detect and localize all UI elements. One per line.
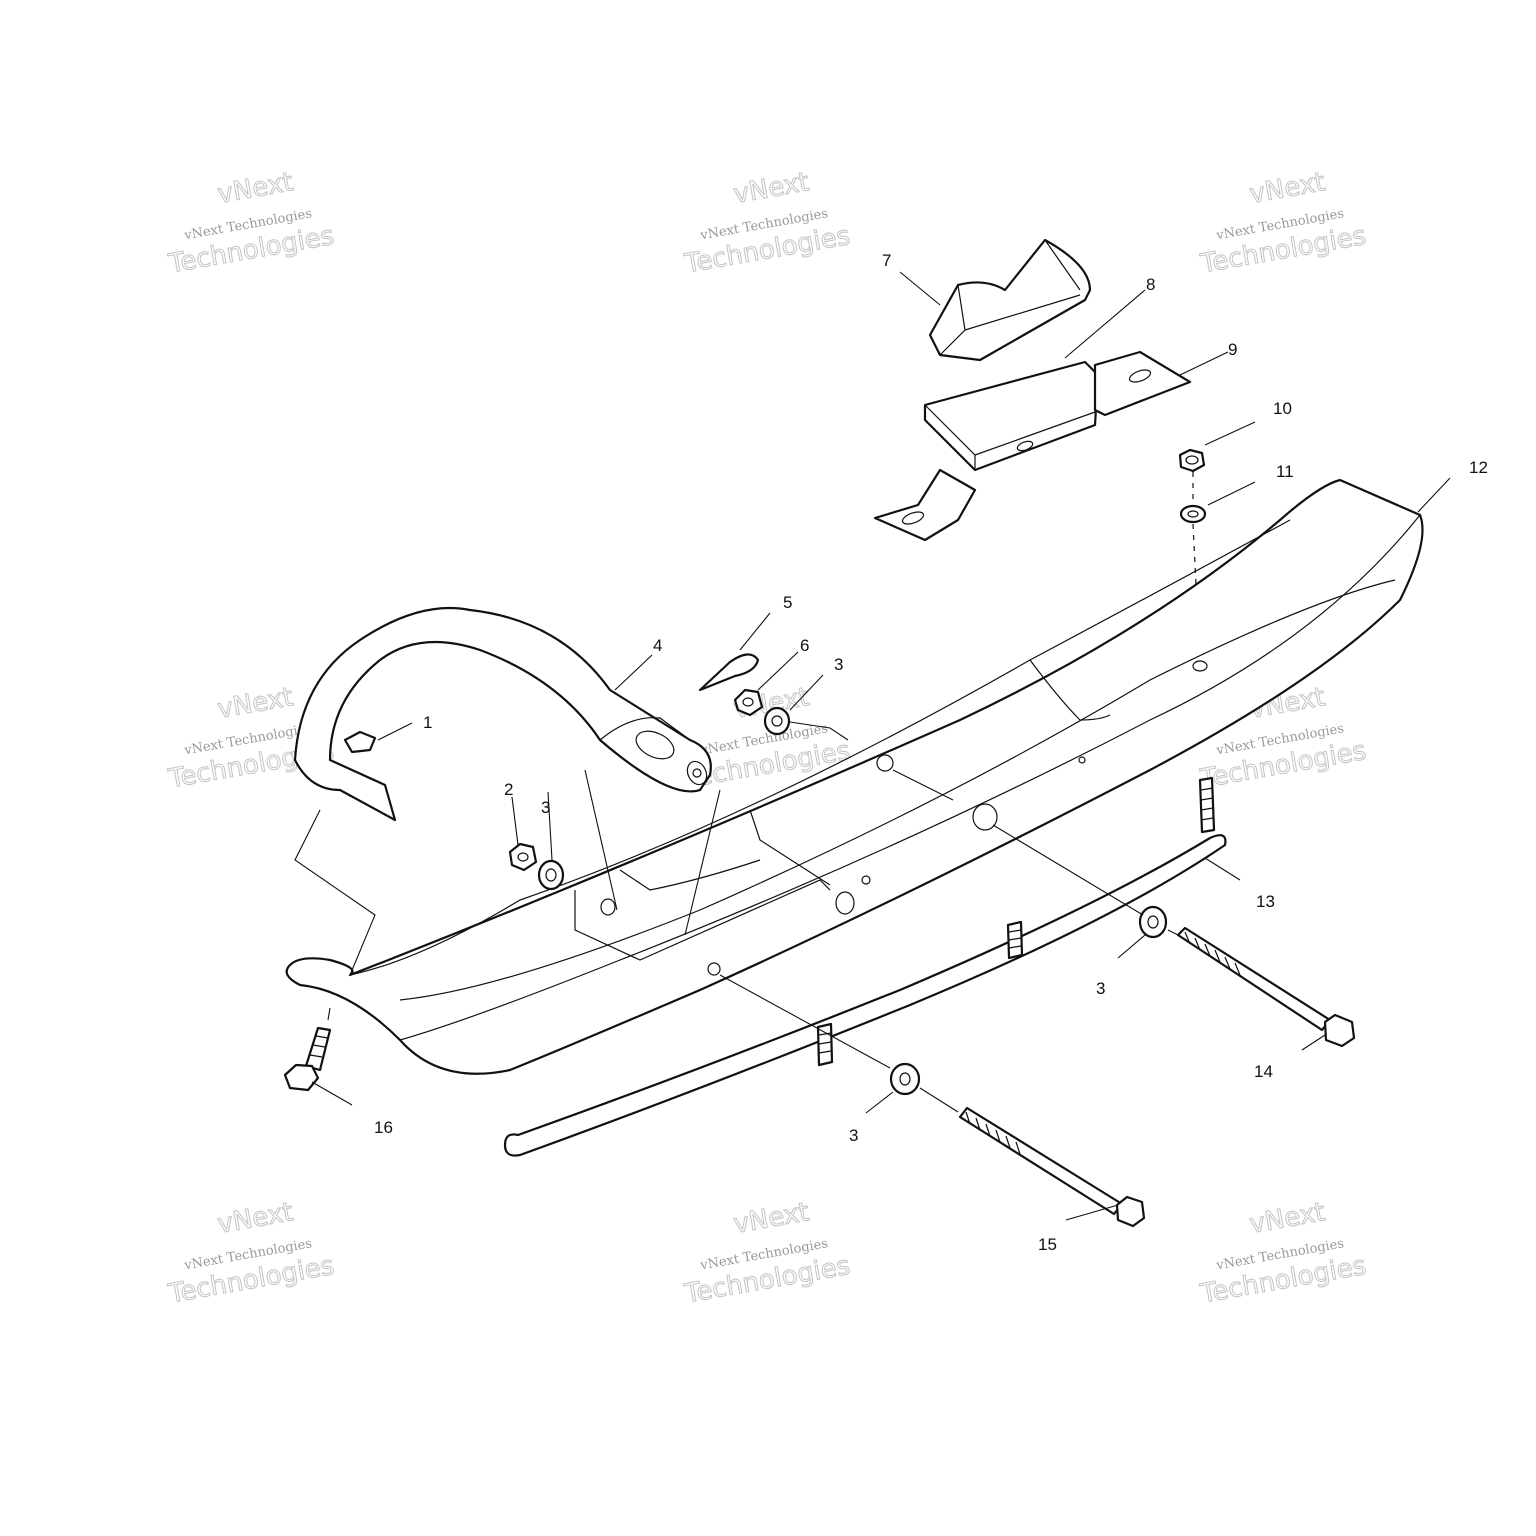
callout-4: 4 xyxy=(653,636,662,655)
assembly-line xyxy=(327,1007,331,1021)
clip-1 xyxy=(343,730,377,754)
callout-6: 6 xyxy=(800,636,809,655)
callout-12: 12 xyxy=(1469,458,1488,477)
assembly-line xyxy=(789,721,849,741)
callout-3-right: 3 xyxy=(1096,979,1105,998)
washer-11 xyxy=(1179,504,1207,524)
callout-13: 13 xyxy=(1256,892,1275,911)
callout-3-upper: 3 xyxy=(834,655,843,674)
assembly-line xyxy=(719,974,891,1069)
callout-15: 15 xyxy=(1038,1235,1057,1254)
leader-lines xyxy=(311,271,1451,1221)
assembly-line xyxy=(1167,929,1179,936)
callout-3-bottom: 3 xyxy=(849,1126,858,1145)
callout-7: 7 xyxy=(882,251,891,270)
washer-3-bottom xyxy=(889,1062,921,1096)
assembly-line xyxy=(892,769,954,801)
callout-14: 14 xyxy=(1254,1062,1273,1081)
watermark-line1: vNext xyxy=(215,1197,295,1240)
watermark-line1: vNext xyxy=(731,1197,811,1240)
watermark-line1: vNext xyxy=(1247,1197,1327,1240)
callout-16: 16 xyxy=(374,1118,393,1137)
assembly-line xyxy=(684,789,721,936)
washer-3-upper xyxy=(763,706,791,736)
callout-2: 2 xyxy=(504,780,513,799)
wear-bar xyxy=(503,776,1227,1157)
watermark-line1: vNext xyxy=(731,167,811,210)
watermark-bottom-right: vNext vNext Technologies Technologies xyxy=(1197,1197,1369,1310)
callout-5: 5 xyxy=(783,593,792,612)
watermark-bottom-center: vNext vNext Technologies Technologies xyxy=(681,1197,853,1310)
washer-3-left xyxy=(537,859,565,891)
callout-11: 11 xyxy=(1276,462,1294,481)
callout-3-left: 3 xyxy=(541,798,550,817)
assembly-line xyxy=(584,769,618,911)
saddle-channel xyxy=(923,360,1100,472)
callout-10: 10 xyxy=(1273,399,1292,418)
watermark-bottom-left: vNext vNext Technologies Technologies xyxy=(165,1197,337,1310)
watermark-top-left: vNext vNext Technologies Technologies xyxy=(165,167,337,280)
bolt-16 xyxy=(283,1026,332,1092)
bolt-15 xyxy=(958,1106,1146,1228)
assembly-line xyxy=(294,809,376,976)
assembly-line xyxy=(919,1087,959,1113)
watermark-top-right: vNext vNext Technologies Technologies xyxy=(1197,167,1369,280)
ski-body xyxy=(285,478,1424,1075)
watermark-line1: vNext xyxy=(215,167,295,210)
watermark-line1: vNext xyxy=(215,682,295,725)
bolt-14 xyxy=(1176,926,1356,1048)
nut-2 xyxy=(508,842,538,872)
cushion xyxy=(928,238,1092,362)
nut-10 xyxy=(1178,448,1206,473)
callout-9: 9 xyxy=(1228,340,1237,359)
callout-8: 8 xyxy=(1146,275,1155,294)
washer-3-right xyxy=(1138,905,1168,939)
nut-6 xyxy=(733,688,764,717)
handle-loop xyxy=(293,606,712,822)
assembly-line xyxy=(992,824,1144,916)
cotter-pin xyxy=(698,653,760,692)
saddle-plate xyxy=(873,350,1192,542)
callout-1: 1 xyxy=(423,713,432,732)
watermark-line1: vNext xyxy=(1247,167,1327,210)
watermark-top-center: vNext vNext Technologies Technologies xyxy=(681,167,853,280)
